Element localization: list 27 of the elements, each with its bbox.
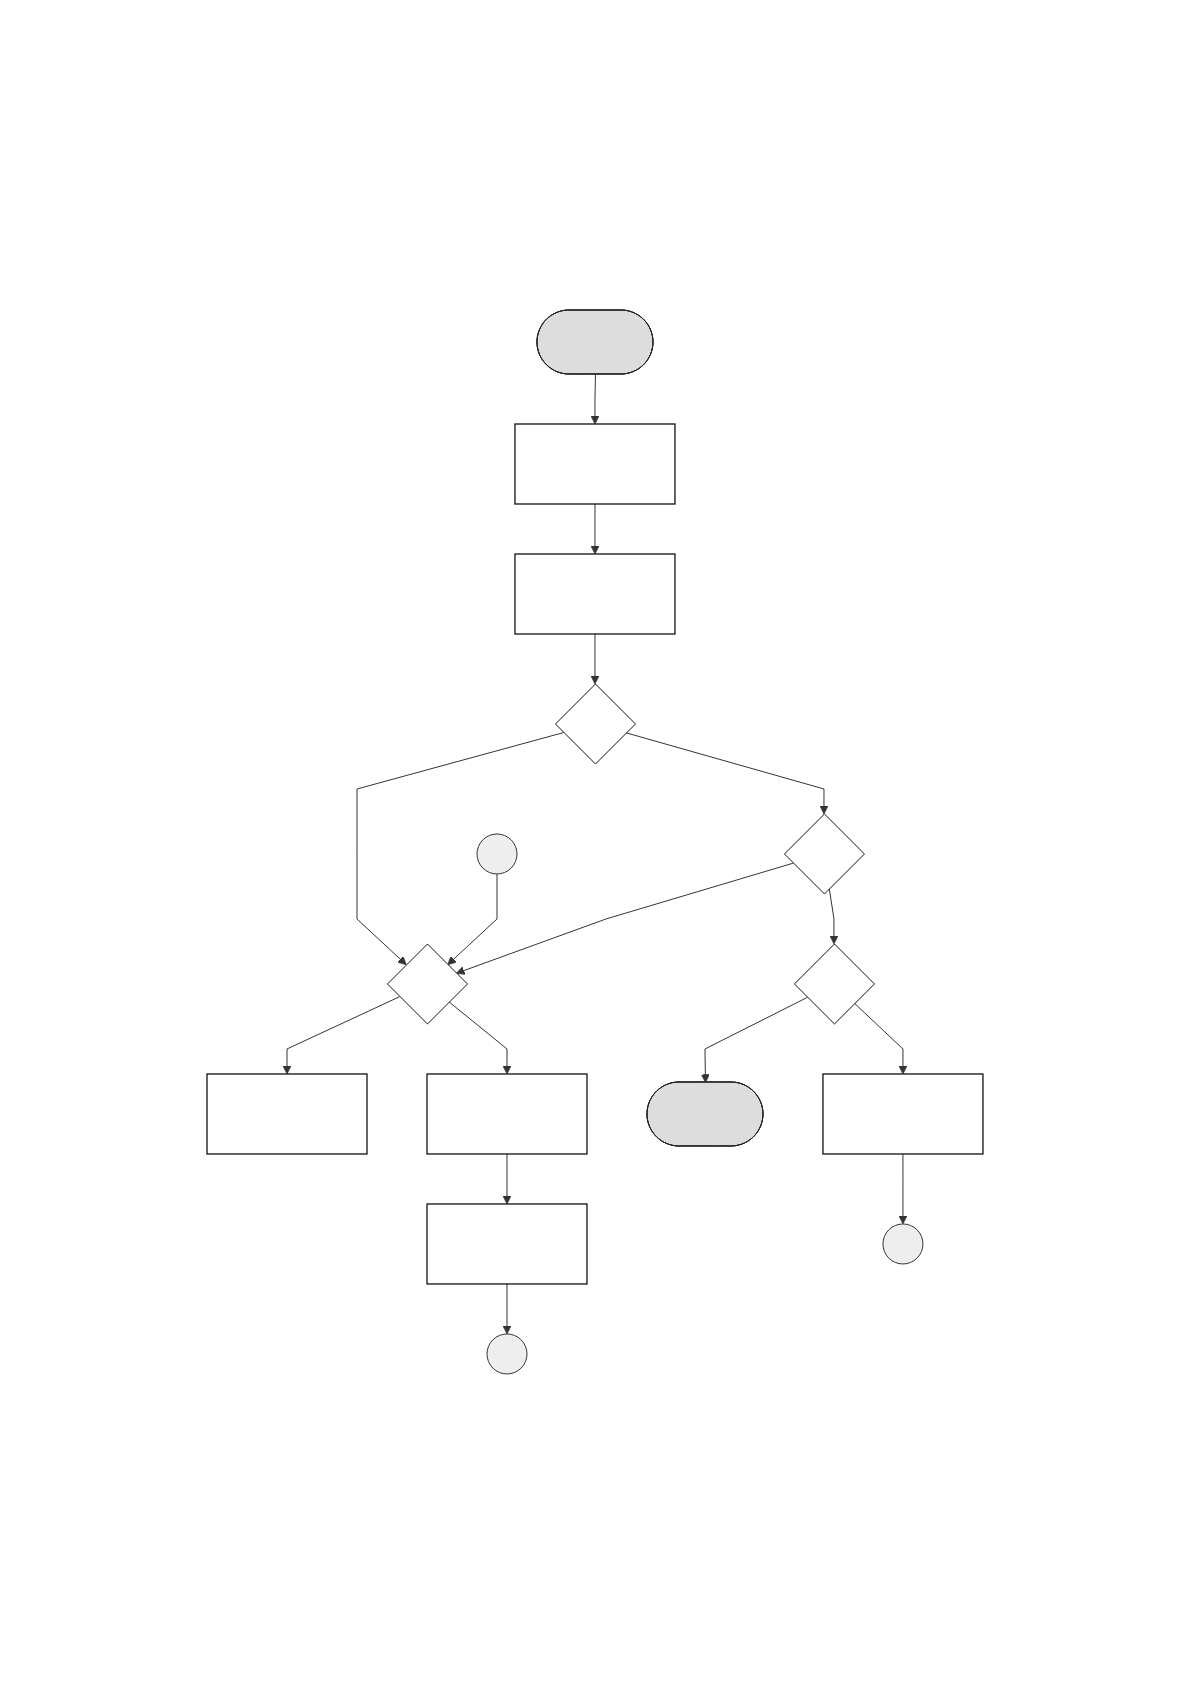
- node-diamond: [784, 813, 865, 895]
- node-box: [426, 1073, 588, 1155]
- node-box: [514, 423, 676, 505]
- arrow: [590, 633, 600, 685]
- arrow: [700, 996, 808, 1083]
- arrow: [356, 732, 565, 966]
- node-box: [514, 553, 676, 635]
- arrow: [282, 996, 401, 1075]
- node-circle: [882, 1223, 924, 1265]
- node-diamond: [555, 683, 636, 765]
- node-box: [206, 1073, 368, 1155]
- arrow: [590, 503, 600, 555]
- node-box: [822, 1073, 984, 1155]
- node-circle: [486, 1333, 528, 1375]
- arrow: [854, 1002, 908, 1075]
- arrow: [590, 374, 600, 425]
- arrow: [898, 1153, 908, 1225]
- node-diamond: [794, 943, 875, 1025]
- node-circle: [476, 833, 518, 875]
- arrow: [502, 1153, 512, 1205]
- arrow: [455, 862, 794, 975]
- arrow: [447, 873, 498, 966]
- arrow: [502, 1283, 512, 1335]
- node-diamond: [387, 943, 468, 1025]
- node-box: [426, 1203, 588, 1285]
- arrow: [828, 888, 839, 945]
- arrow: [448, 1001, 512, 1075]
